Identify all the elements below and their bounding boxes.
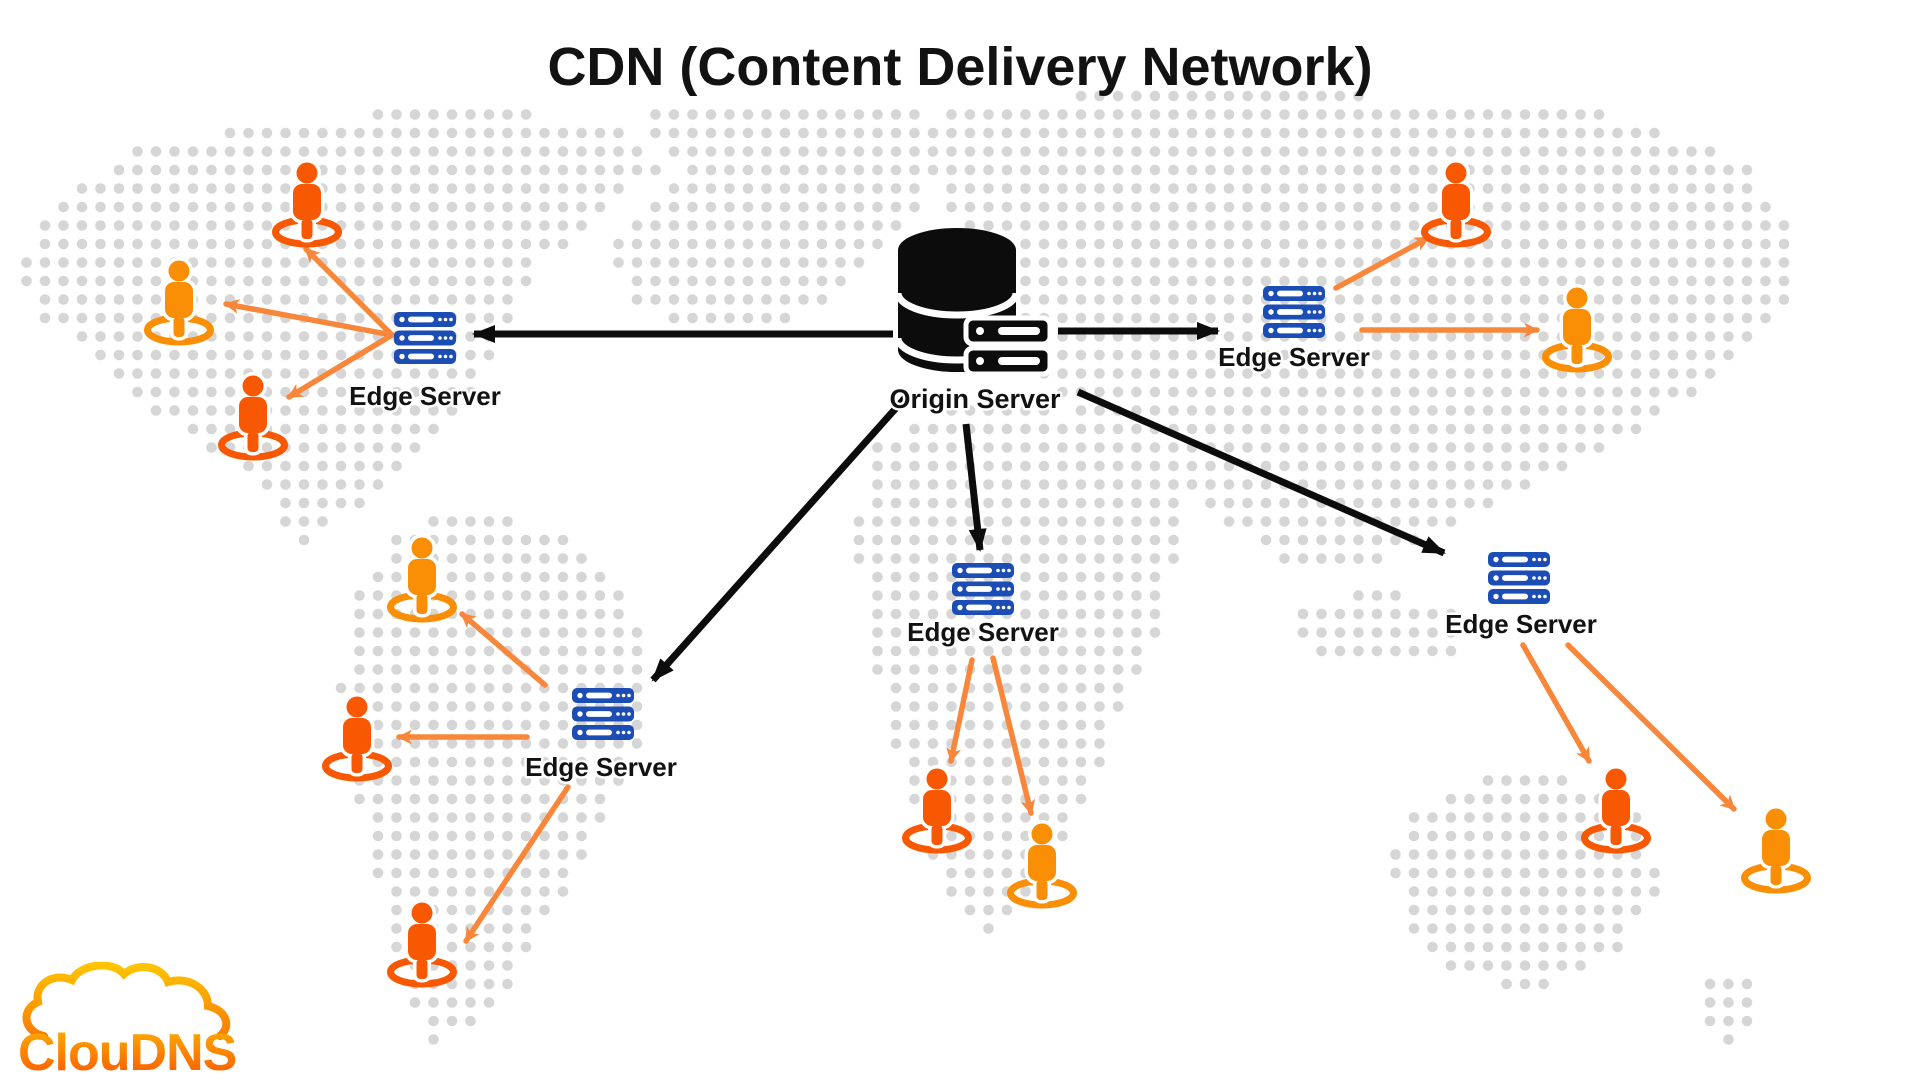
edge-to-user-arrow: [946, 657, 975, 764]
cloudns-logo: ClouDNS: [18, 962, 237, 1080]
server-rack-icon: [394, 312, 456, 364]
server-rack-icon: [572, 688, 634, 740]
user-icon: [144, 257, 214, 346]
edge-to-user-arrow: [459, 611, 548, 688]
user-icon: [902, 765, 972, 854]
person-shape: [1762, 808, 1790, 885]
edge-server-label: Edge Server: [1218, 342, 1370, 372]
edge-to-user-arrow: [286, 332, 395, 400]
edge-server-label: Edge Server: [349, 381, 501, 411]
person-shape: [408, 902, 436, 979]
user-icon: [1542, 284, 1612, 373]
edge-server-label: Edge Server: [525, 752, 677, 782]
person-shape: [239, 375, 267, 452]
server-rack-icon: [1488, 552, 1550, 604]
logo-text: ClouDNS: [18, 1024, 236, 1080]
edge-to-user-arrow: [1333, 235, 1431, 291]
user-icon: [1581, 765, 1651, 854]
person-shape: [923, 768, 951, 845]
edge-server-label: Edge Server: [1445, 609, 1597, 639]
server-rack-icon: [1263, 286, 1325, 338]
edge-server-node: Edge Server: [523, 688, 679, 785]
user-icon: [272, 159, 342, 248]
person-shape: [343, 696, 371, 773]
user-icon: [387, 899, 457, 988]
user-icon: [1007, 820, 1077, 909]
server-rack-icon: [952, 563, 1014, 615]
user-icon: [322, 693, 392, 782]
page-title: CDN (Content Delivery Network): [547, 37, 1373, 97]
world-map-dots: [21, 90, 1790, 1045]
edge-server-node: Edge Server: [347, 312, 503, 414]
edge-to-user-arrow: [1565, 642, 1737, 812]
person-shape: [408, 537, 436, 614]
user-icon: [1421, 159, 1491, 248]
person-shape: [1602, 768, 1630, 845]
edge-to-user-arrow: [990, 655, 1036, 816]
person-shape: [165, 260, 193, 337]
origin-to-edge-arrow: [650, 395, 908, 683]
edge-server-node: Edge Server: [1443, 552, 1599, 642]
person-shape: [1563, 287, 1591, 364]
edge-to-user-arrow: [463, 784, 571, 944]
person-shape: [293, 162, 321, 239]
user-icon: [218, 372, 288, 461]
origin-server-node: Origin Server: [887, 228, 1064, 417]
database-server-icon: [894, 228, 1053, 377]
edge-server-node: Edge Server: [1216, 286, 1372, 375]
edge-to-user-arrow: [223, 299, 395, 338]
origin-to-edge-arrow: [962, 423, 987, 552]
edge-to-user-arrow: [303, 246, 395, 338]
person-shape: [1442, 162, 1470, 239]
user-icon: [387, 534, 457, 623]
person-shape: [1028, 823, 1056, 900]
origin-to-edge-arrows: [472, 322, 1446, 683]
origin-server-label: Origin Server: [889, 384, 1061, 414]
edge-to-user-arrow: [1520, 642, 1592, 764]
edge-server-label: Edge Server: [907, 617, 1059, 647]
origin-to-edge-arrow: [1076, 388, 1446, 557]
cloud-icon: [22, 962, 231, 1040]
user-icon: [1741, 805, 1811, 894]
edge-server-node: Edge Server: [905, 563, 1061, 650]
edge-to-user-arrows: [223, 235, 1737, 944]
